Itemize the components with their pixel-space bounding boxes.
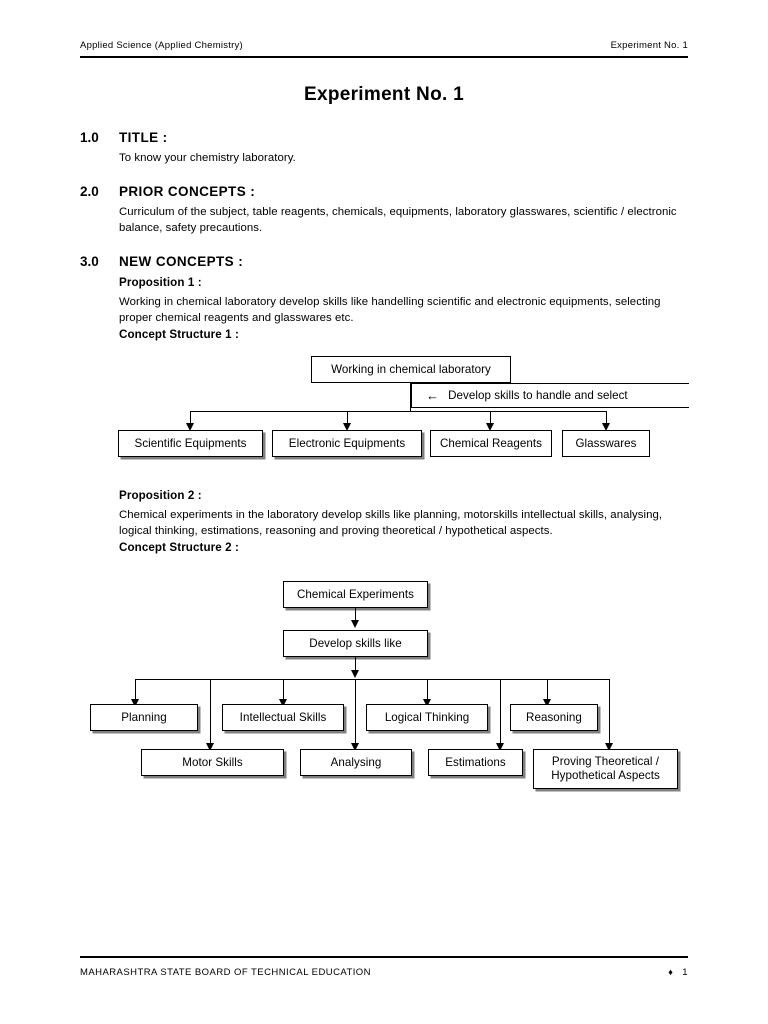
diagram2-stem-planning — [135, 679, 137, 701]
diagram1-leaf-electronic-equipments: Electronic Equipments — [272, 430, 422, 457]
proposition-2-body: Chemical experiments in the laboratory d… — [119, 509, 663, 538]
diagram2-arrowhead-reasoning — [543, 699, 551, 707]
diagram2-arrowhead-intellectual-skills — [279, 699, 287, 707]
diagram1-arrowhead-4 — [602, 423, 610, 431]
diagram2-branch-bar — [135, 679, 609, 681]
section-number-2: 2.0 — [80, 184, 99, 199]
diagram2-node-planning: Planning — [90, 704, 198, 731]
left-arrow-icon: ← — [426, 388, 440, 403]
diagram2-stem-proving — [609, 679, 611, 746]
diagram1-leaf-chemical-reagents: Chemical Reagents — [430, 430, 552, 457]
diagram2-root-node: Chemical Experiments — [283, 581, 428, 608]
diagram1-root-node: Working in chemical laboratory — [311, 356, 511, 383]
diagram2-second-node: Develop skills like — [283, 630, 428, 657]
section-heading-1: TITLE : — [119, 130, 168, 145]
section-number-1: 1.0 — [80, 130, 99, 145]
diagram2-arrowhead-proving — [605, 743, 613, 751]
section-body-2: Curriculum of the subject, table reagent… — [119, 206, 677, 235]
diagram2-node-intellectual-skills: Intellectual Skills — [222, 704, 344, 731]
concept-structure-2-label: Concept Structure 2 : — [119, 541, 239, 554]
diagram2-node-estimations: Estimations — [428, 749, 523, 776]
diamond-icon: ♦ — [668, 967, 674, 977]
diagram2-stem-reasoning — [547, 679, 549, 701]
diagram2-arrowhead-planning — [131, 699, 139, 707]
footer: MAHARASHTRA STATE BOARD OF TECHNICAL EDU… — [80, 967, 688, 978]
section-heading-3: NEW CONCEPTS : — [119, 254, 244, 269]
diagram2-stem-analysing — [355, 679, 357, 746]
diagram2-node-analysing: Analysing — [300, 749, 412, 776]
diagram2-stem-logical-thinking — [427, 679, 429, 701]
diagram2-arrowhead-logical-thinking — [423, 699, 431, 707]
diagram2-root-arrowhead — [351, 620, 359, 628]
footer-organisation: MAHARASHTRA STATE BOARD OF TECHNICAL EDU… — [80, 967, 371, 978]
diagram2-root-stem — [355, 608, 357, 622]
proposition-1-label: Proposition 1 : — [119, 276, 202, 289]
diagram1-arrowhead-1 — [186, 423, 194, 431]
diagram1-arrowhead-3 — [486, 423, 494, 431]
diagram1-leaf-scientific-equipments: Scientific Equipments — [118, 430, 263, 457]
footer-page-group: ♦ 1 — [668, 967, 688, 978]
diagram2-node-logical-thinking: Logical Thinking — [366, 704, 488, 731]
diagram2-arrowhead-motor-skills — [206, 743, 214, 751]
diagram2-node-reasoning: Reasoning — [510, 704, 598, 731]
page-title: Experiment No. 1 — [303, 84, 464, 105]
diagram2-second-stem — [355, 657, 357, 675]
proposition-2-label: Proposition 2 : — [119, 489, 202, 502]
diagram2-stem-motor-skills — [210, 679, 212, 746]
section-number-3: 3.0 — [80, 254, 99, 269]
diagram1-arrowhead-2 — [343, 423, 351, 431]
diagram1-stem-4 — [606, 411, 608, 425]
diagram2-node-proving-theoretical: Proving Theoretical / Hypothetical Aspec… — [533, 749, 678, 789]
diagram2-node-motor-skills: Motor Skills — [141, 749, 284, 776]
running-head-right: Experiment No. 1 — [610, 40, 688, 51]
diagram1-leaf-glasswares: Glasswares — [562, 430, 650, 457]
running-head-left: Applied Science (Applied Chemistry) — [80, 40, 243, 51]
diagram2-second-arrowhead — [351, 670, 359, 678]
concept-structure-1-label: Concept Structure 1 : — [119, 328, 239, 341]
diagram2-stem-intellectual-skills — [283, 679, 285, 701]
footer-rule — [80, 956, 688, 958]
page-number: 1 — [682, 967, 688, 978]
diagram2-stem-estimations — [500, 679, 502, 746]
diagram1-note-label: Develop skills to handle and select — [448, 389, 628, 402]
section-body-1: To know your chemistry laboratory. — [119, 152, 296, 164]
diagram1-stem-2 — [347, 411, 349, 425]
proposition-1-body: Working in chemical laboratory develop s… — [119, 296, 661, 325]
diagram1-root-stem — [410, 383, 412, 412]
diagram2-arrowhead-analysing — [351, 743, 359, 751]
diagram1-note: ← Develop skills to handle and select — [411, 383, 689, 408]
diagram1-branch-bar — [190, 411, 607, 413]
header-rule — [80, 56, 688, 58]
diagram1-stem-3 — [490, 411, 492, 425]
diagram1-stem-1 — [190, 411, 192, 425]
diagram2-arrowhead-estimations — [496, 743, 504, 751]
section-heading-2: PRIOR CONCEPTS : — [119, 184, 256, 199]
running-head: Applied Science (Applied Chemistry) Expe… — [80, 40, 688, 51]
